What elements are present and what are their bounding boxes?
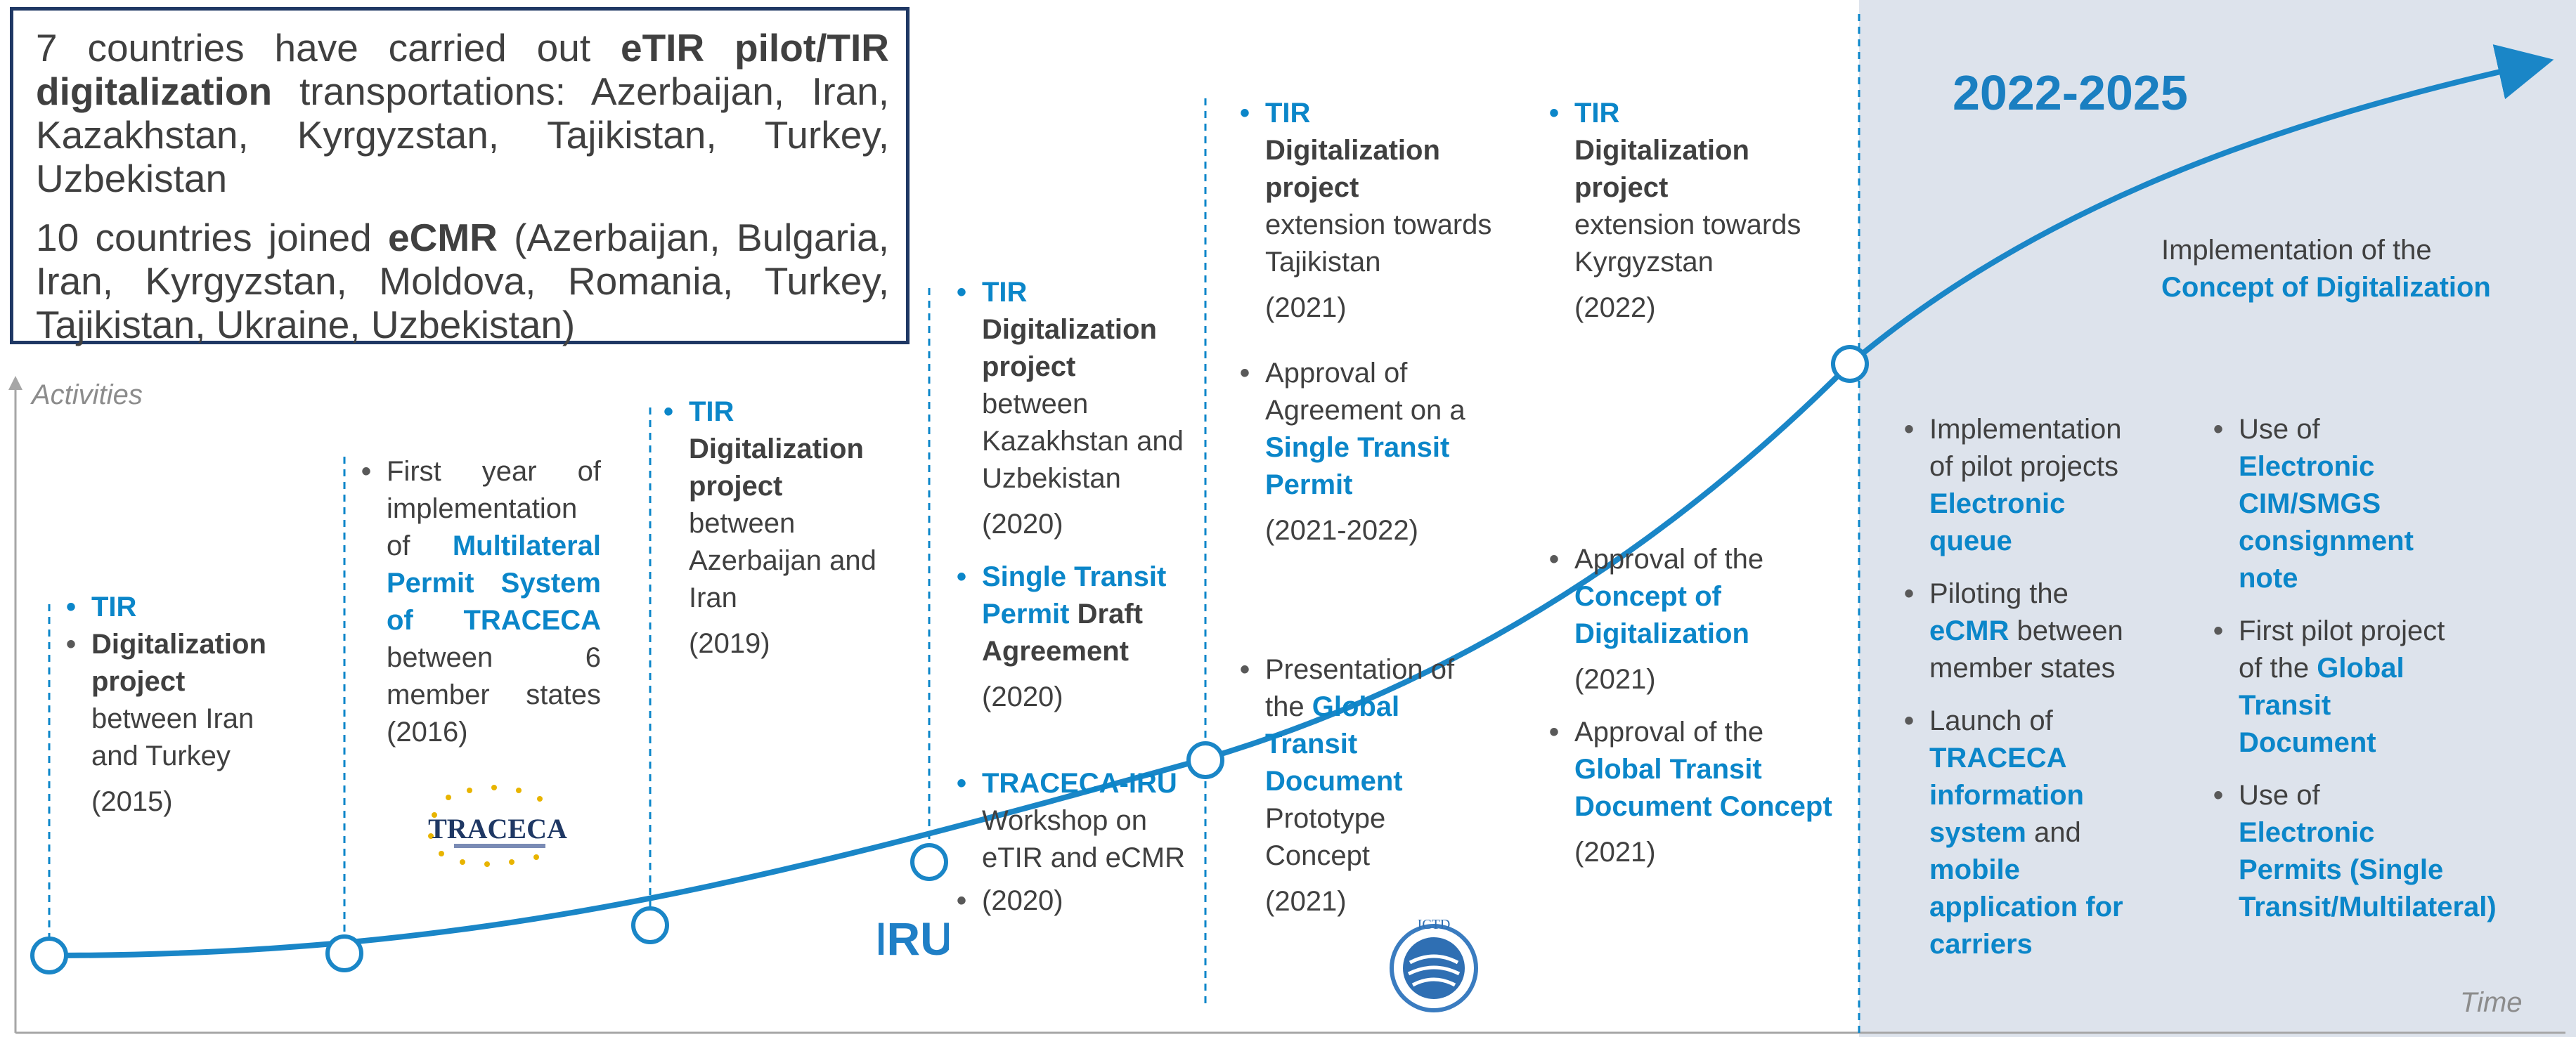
- milestone-2015: TIR Digitalization project between Iran …: [63, 589, 295, 821]
- milestone-title: Digitalization project: [982, 314, 1157, 382]
- milestone-2020: TIR Digitalization project between Kazak…: [954, 274, 1193, 920]
- gtd-presentation: Presentation of the Global Transit Docum…: [1237, 651, 1497, 875]
- traceca-logo-text: TRACECA: [428, 813, 567, 844]
- future-item: First pilot project of the Global Transi…: [2211, 613, 2464, 762]
- future-item: Launch of TRACECA information system and…: [1901, 703, 2147, 963]
- iru-year: (2020): [954, 882, 1193, 920]
- period-heading: 2022-2025: [1953, 65, 2188, 120]
- stp-approval-year: (2021-2022): [1265, 515, 1418, 546]
- milestone-year: (2020): [982, 509, 1063, 540]
- future-list-right: Use of Electronic CIM/SMGS consignment n…: [2211, 411, 2497, 926]
- future-item: Piloting the eCMR between member states: [1901, 575, 2147, 687]
- stp-approval: Approval of Agreement on a Single Transi…: [1237, 355, 1497, 504]
- traceca-logo: TRACECA: [428, 785, 567, 867]
- ictd-logo: ICTD: [1390, 917, 1478, 1012]
- future-item: Use of Electronic Permits (Single Transi…: [2211, 777, 2497, 926]
- milestone-year: (2019): [689, 628, 770, 659]
- concept-approval-year: (2021): [1574, 664, 1656, 695]
- gtd-presentation-year: (2021): [1265, 886, 1347, 917]
- summary-etir: 7 countries have carried out eTIR pilot/…: [36, 26, 889, 200]
- x-axis-label: Time: [2460, 987, 2523, 1018]
- milestone-year: (2015): [91, 786, 173, 817]
- node-2022: [1831, 345, 1869, 383]
- gtd-approval: Approval of the Global Transit Document …: [1546, 714, 1842, 826]
- milestone-2016: First year of implementation of Multilat…: [358, 453, 601, 751]
- summary-box: 7 countries have carried out eTIR pilot/…: [10, 7, 910, 346]
- milestone-2019: TIR Digitalization project between Azerb…: [661, 393, 893, 663]
- iru-logo-text: IRU: [879, 913, 949, 965]
- milestone-text: extension towards Kyrgyzstan: [1574, 209, 1801, 278]
- future-list-left: Implementation of pilot projects Electro…: [1901, 411, 2147, 963]
- node-2019: [631, 906, 669, 944]
- milestone-text: extension towards Tajikistan: [1265, 209, 1492, 278]
- milestone-text: between Iran and Turkey: [91, 703, 254, 771]
- growth-curve: [48, 44, 2554, 958]
- stp-draft: Single Transit Permit Draft Agreement: [954, 559, 1193, 670]
- milestone-text: First year of implementation of Multilat…: [358, 453, 601, 751]
- milestone-2021: TIR Digitalization project extension tow…: [1237, 95, 1497, 920]
- tir-label: TIR: [1546, 95, 1842, 132]
- tir-label: TIR: [661, 393, 893, 431]
- y-axis-arrow: [8, 376, 22, 390]
- milestone-year: (2021): [1265, 292, 1347, 323]
- tir-label: TIR: [1237, 95, 1497, 132]
- y-axis-label: Activities: [32, 379, 143, 410]
- concept-approval: Approval of the Concept of Digitalizatio…: [1546, 541, 1842, 653]
- milestone-text: between Azerbaijan and Iran: [689, 508, 876, 613]
- future-item: Use of Electronic CIM/SMGS consignment n…: [2211, 411, 2464, 597]
- node-2016: [325, 934, 363, 972]
- milestone-2022: TIR Digitalization project extension tow…: [1546, 95, 1842, 871]
- iru-logo: IRU: [879, 913, 949, 965]
- stp-year: (2020): [982, 681, 1063, 712]
- implementation-note: Implementation of the Concept of Digital…: [2161, 235, 2491, 303]
- milestone-text: between Kazakhstan and Uzbekistan: [982, 389, 1184, 494]
- node-2015: [30, 937, 68, 974]
- milestone-title: Digitalization project: [1265, 135, 1440, 203]
- milestone-year: (2022): [1574, 292, 1656, 323]
- summary-ecmr: 10 countries joined eCMR (Azerbaijan, Bu…: [36, 216, 889, 346]
- gtd-approval-year: (2021): [1574, 837, 1656, 868]
- milestone-title: Digitalization project: [689, 433, 864, 502]
- tir-label: TIR: [63, 589, 295, 626]
- milestone-title: Digitalization project: [1574, 135, 1749, 203]
- future-item: Implementation of pilot projects Electro…: [1901, 411, 2147, 560]
- iru-text: Workshop on eTIR and eCMR: [982, 805, 1185, 873]
- iru-workshop: TRACECA-IRU: [954, 765, 1193, 802]
- node-2020: [910, 843, 948, 881]
- node-2021: [1186, 741, 1224, 779]
- tir-label: TIR: [954, 274, 1193, 311]
- milestone-title: Digitalization project: [63, 626, 295, 700]
- ictd-logo-text: ICTD: [1418, 917, 1451, 932]
